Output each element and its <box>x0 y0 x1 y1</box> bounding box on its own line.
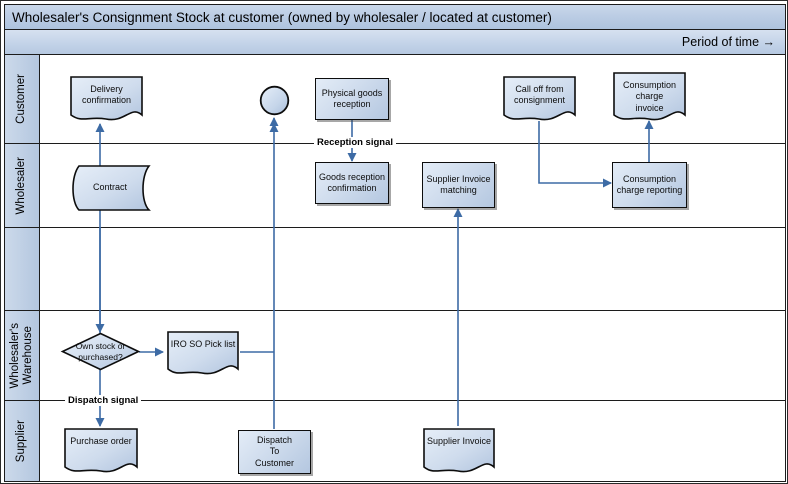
node-goods-reception-confirmation[interactable]: Goods reception confirmation <box>315 162 389 204</box>
circle-shape <box>259 85 290 116</box>
node-consumption-charge-invoice[interactable]: Consumption charge invoice <box>612 71 687 123</box>
diagram-title-bar: Wholesaler's Consignment Stock at custom… <box>4 4 786 30</box>
document-shape <box>167 331 239 375</box>
period-of-time-bar: Period of time → <box>4 30 786 55</box>
node-label-supplier-invoice-matching: Supplier Invoice matching <box>426 173 491 195</box>
node-label-goods-reception-confirmation: Goods reception confirmation <box>318 171 386 193</box>
document-shape <box>613 72 686 121</box>
node-supplier-invoice-matching[interactable]: Supplier Invoice matching <box>422 162 495 208</box>
lane-warehouse: Wholesaler's Warehouse <box>4 311 786 401</box>
node-purchase-order[interactable]: Purchase order <box>63 427 139 475</box>
lane-label-wholesaler: Wholesaler <box>15 156 28 215</box>
node-dispatch-to-customer[interactable]: Dispatch To Customer <box>238 430 311 474</box>
node-contract[interactable]: Contract <box>69 164 151 212</box>
page-title: Wholesaler's Consignment Stock at custom… <box>12 9 552 25</box>
document-shape <box>70 76 143 121</box>
lane-header-blank <box>5 228 40 310</box>
node-own-stock-or-purchased[interactable]: Own stock or purchased? <box>60 332 141 371</box>
signal-label-dispatch: Dispatch signal <box>65 395 142 406</box>
node-physical-goods-reception[interactable]: Physical goods reception <box>315 78 389 120</box>
document-shape <box>503 76 576 121</box>
node-call-off-from-consignment[interactable]: Call off from consignment <box>502 75 577 123</box>
period-of-time-label: Period of time → <box>681 35 775 49</box>
lane-label-supplier: Supplier <box>15 419 28 463</box>
stored-data-shape <box>72 165 151 211</box>
node-consumption-charge-reporting[interactable]: Consumption charge reporting <box>612 162 687 208</box>
document-shape <box>423 428 495 473</box>
lane-header-wholesaler: Wholesaler <box>5 144 40 227</box>
document-shape <box>64 428 138 473</box>
lane-supplier: Supplier <box>4 401 786 482</box>
node-supplier-invoice[interactable]: Supplier Invoice <box>422 427 496 475</box>
lane-header-warehouse: Wholesaler's Warehouse <box>5 311 40 400</box>
node-delivery-confirmation[interactable]: Delivery confirmation <box>69 75 144 123</box>
node-iro-so-pick-list[interactable]: IRO SO Pick list <box>166 330 240 377</box>
node-junction-circle[interactable] <box>259 85 290 116</box>
lane-blank <box>4 228 786 311</box>
signal-label-reception: Reception signal <box>314 137 397 148</box>
node-label-physical-goods-reception: Physical goods reception <box>321 87 383 109</box>
lane-header-customer: Customer <box>5 55 40 143</box>
decision-shape <box>60 332 141 371</box>
node-label-consumption-charge-reporting: Consumption charge reporting <box>616 173 683 195</box>
lane-label-warehouse: Wholesaler's Warehouse <box>8 322 34 389</box>
node-label-dispatch-to-customer: Dispatch To Customer <box>254 435 294 468</box>
lane-label-customer: Customer <box>15 74 28 124</box>
lane-header-supplier: Supplier <box>5 401 40 481</box>
